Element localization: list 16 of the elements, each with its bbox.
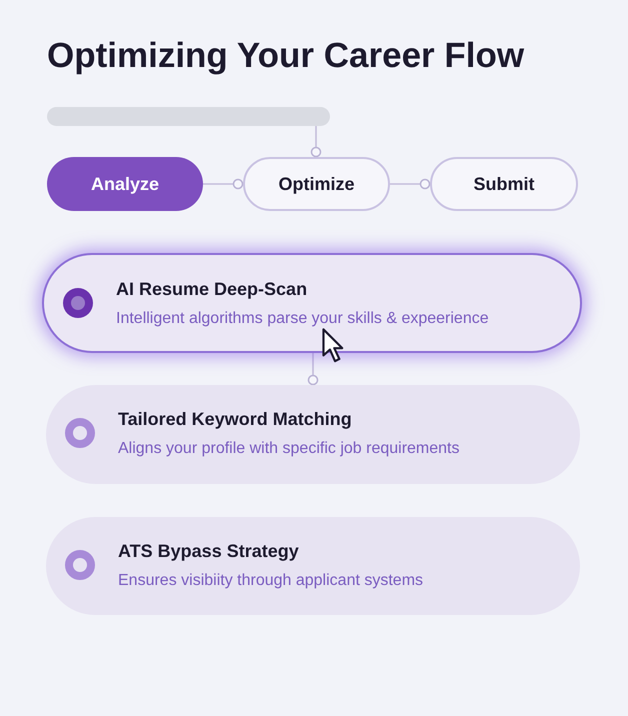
step-pill: Submit	[430, 157, 578, 211]
connector	[203, 178, 244, 190]
card-description: Aligns your profile with specific job requirements	[118, 440, 460, 458]
step-pill: Analyze	[47, 157, 203, 211]
card-description: Ensures visibiity through applicant systems	[118, 572, 424, 590]
card-heading: ATS Bypass Strategy	[118, 541, 299, 562]
connector	[310, 126, 322, 158]
connector	[308, 353, 318, 386]
card-heading: AI Resume Deep-Scan	[116, 279, 308, 300]
connector	[390, 178, 430, 190]
title: Optimizing Your Career Flow	[47, 36, 524, 76]
card-heading: Tailored Keyword Matching	[118, 409, 352, 430]
card-description: Intelligent algorithms parse your skills & expeerience	[116, 310, 489, 328]
step-pill: Optimize	[243, 157, 390, 211]
step-card	[42, 253, 582, 353]
placeholder-bar	[47, 107, 330, 126]
